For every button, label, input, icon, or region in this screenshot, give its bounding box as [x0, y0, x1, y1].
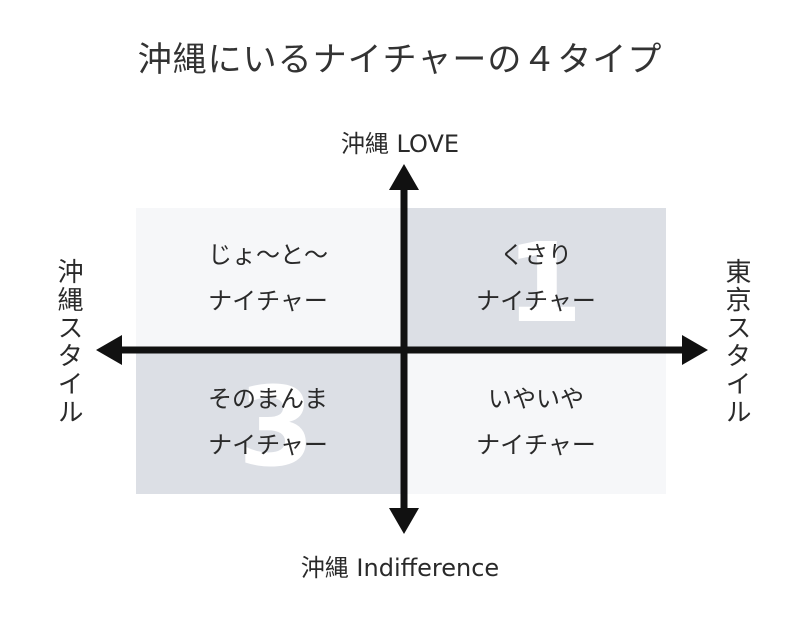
axis-label-right: 東京スタイル: [721, 258, 751, 426]
quadrant-4-label: いやいや ナイチャー: [436, 376, 636, 468]
diagram-title: 沖縄にいるナイチャーの４タイプ: [137, 40, 663, 80]
quadrant-3-number: 3: [238, 363, 315, 491]
quadrant-1-line1: くさり: [500, 241, 572, 269]
quadrant-2-label: じょ～と～ ナイチャー: [168, 232, 368, 324]
quadrant-3-line1: そのまんま: [208, 385, 328, 413]
quadrant-4-line1: いやいや: [488, 385, 584, 413]
quadrant-3-label: そのまんま ナイチャー: [168, 376, 368, 468]
axis-label-left: 沖縄スタイル: [53, 258, 83, 426]
axis-label-top: 沖縄 LOVE: [340, 130, 460, 158]
quadrant-3-background: [136, 350, 404, 494]
arrow-down-icon: [389, 508, 419, 534]
quadrant-2-line1: じょ～と～: [208, 241, 328, 269]
axis-label-bottom: 沖縄 Indifference: [300, 554, 500, 582]
arrow-left-icon: [96, 335, 122, 365]
quadrant-4-background: [404, 350, 666, 494]
quadrant-4-line2: ナイチャー: [476, 431, 596, 459]
quadrant-2-line2: ナイチャー: [208, 287, 328, 315]
quadrant-1-line2: ナイチャー: [476, 287, 596, 315]
quadrant-1-number: 1: [506, 219, 583, 347]
quadrant-3-line2: ナイチャー: [208, 431, 328, 459]
quadrant-1-label: くさり ナイチャー: [436, 232, 636, 324]
quadrant-2-background: [136, 208, 404, 350]
arrow-up-icon: [389, 164, 419, 190]
arrow-right-icon: [682, 335, 708, 365]
quadrant-1-background: [404, 208, 666, 350]
